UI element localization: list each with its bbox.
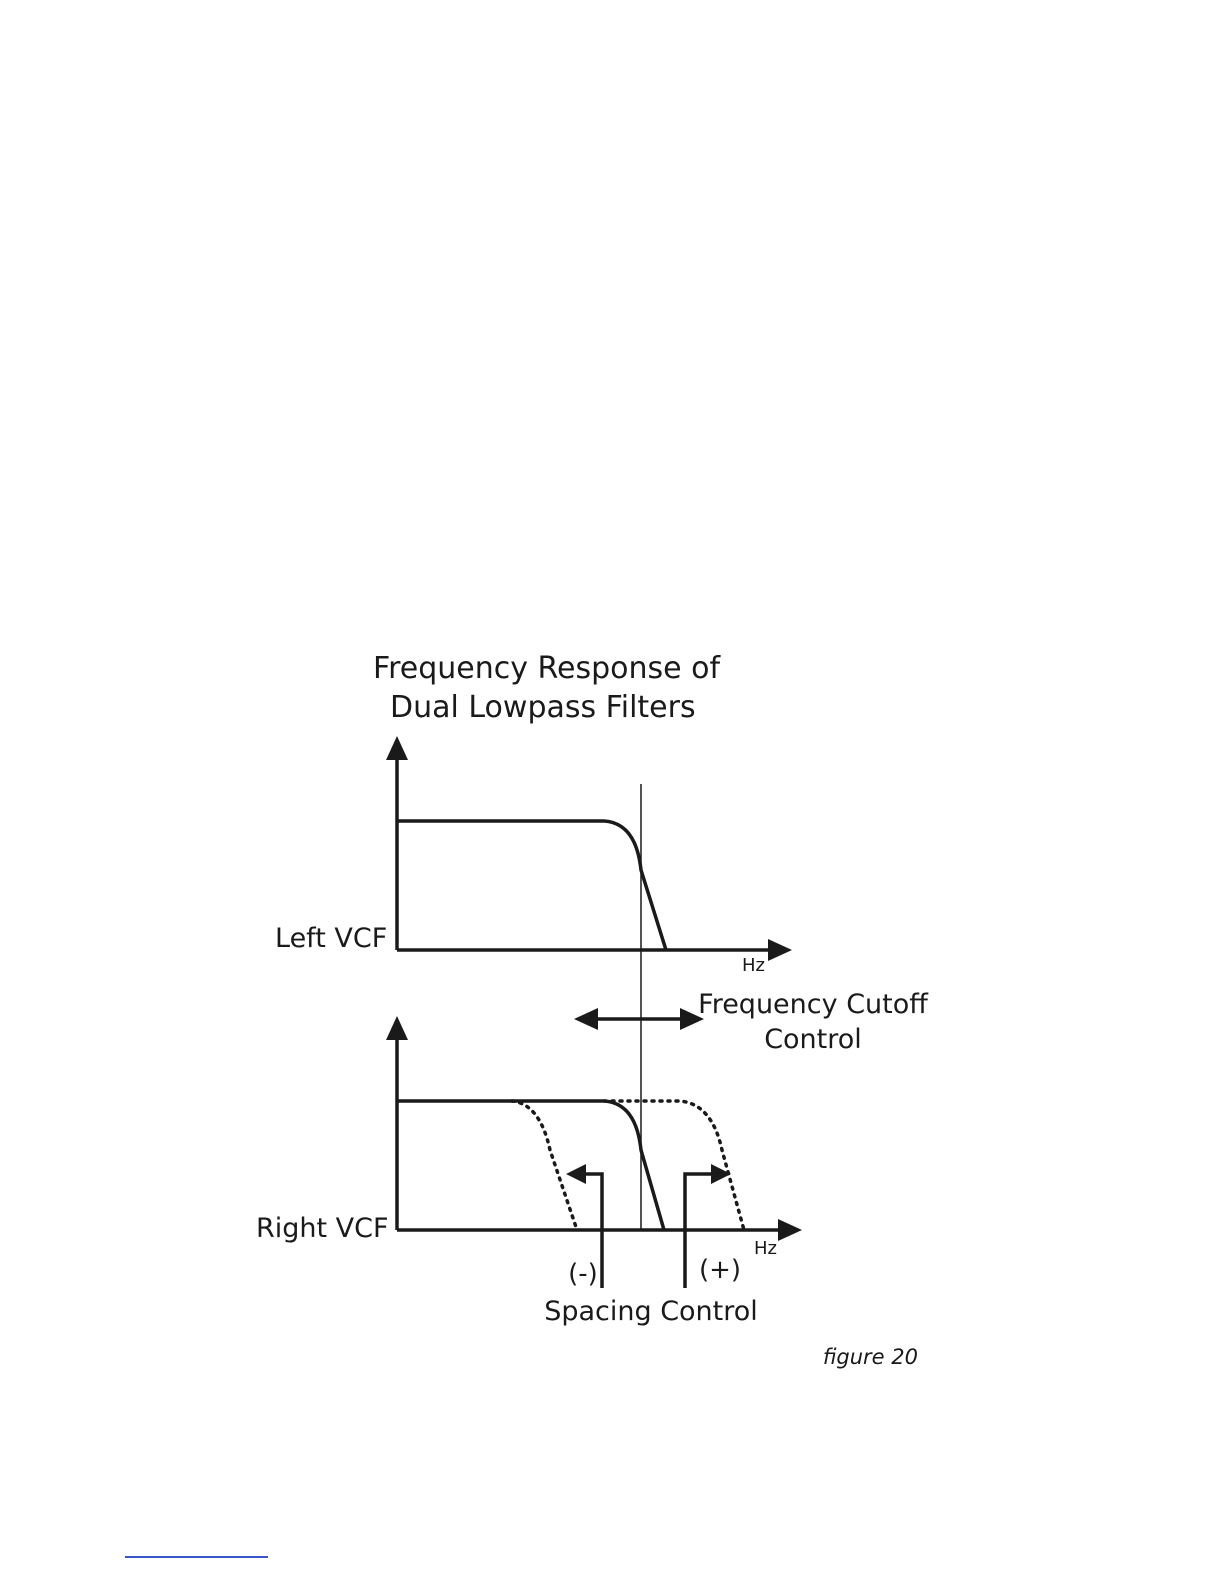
cutoff-label-line2: Control [764,1024,862,1055]
right-vcf-label: Right VCF [256,1213,389,1244]
right-y-axis-arrowhead [386,1016,408,1040]
right-vcf-shifted-high-curve [604,1101,744,1230]
right-vcf-response-curve [397,1101,664,1230]
spacing-control-label: Spacing Control [544,1296,758,1327]
left-vcf-label: Left VCF [275,923,387,954]
spacing-minus-label: (-) [568,1259,598,1289]
footer-rule [125,1556,268,1558]
left-hz-label: Hz [742,955,765,976]
left-y-axis-arrowhead [386,736,408,760]
right-vcf-shifted-low-curve [512,1101,577,1230]
frequency-cutoff-control: Frequency Cutoff Control [574,989,929,1055]
cutoff-arrow-left-head [574,1008,598,1030]
left-x-axis-arrowhead [768,939,792,961]
diagram-title-line2: Dual Lowpass Filters [390,690,696,725]
spacing-plus-label: (+) [699,1255,741,1285]
figure-caption: figure 20 [823,1345,918,1369]
right-x-axis-arrowhead [778,1219,802,1241]
left-vcf-graph: Left VCF Hz [275,736,792,976]
spacing-plus-arrowhead [711,1164,731,1184]
spacing-minus-arrowhead [566,1164,586,1184]
left-vcf-response-curve [397,821,666,950]
right-hz-label: Hz [754,1238,777,1259]
cutoff-label-line1: Frequency Cutoff [698,989,929,1020]
right-vcf-graph: Right VCF Hz [256,1016,802,1259]
diagram-title-line1: Frequency Response of [373,651,721,686]
